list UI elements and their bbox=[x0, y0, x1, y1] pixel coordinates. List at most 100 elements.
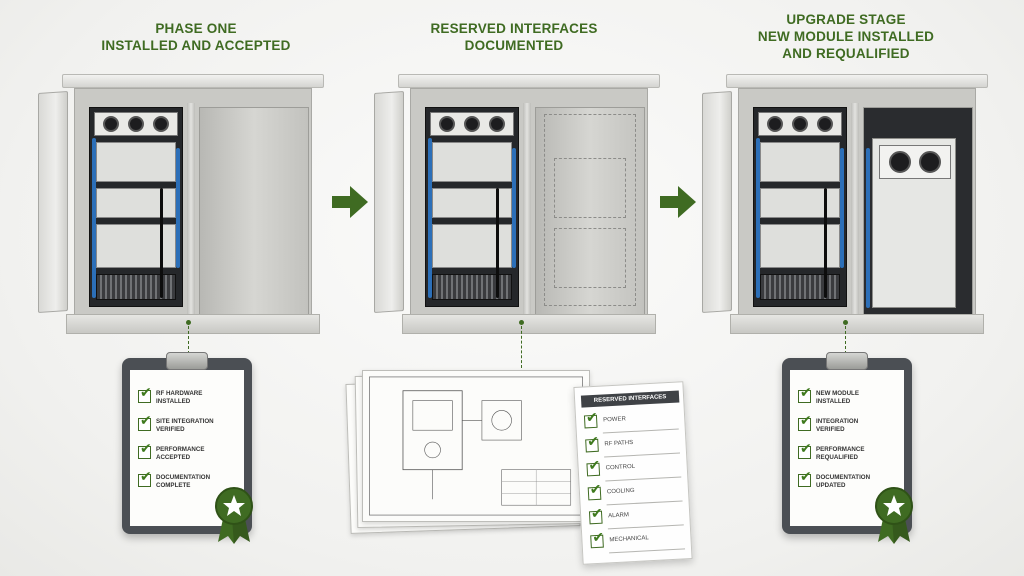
power-cable bbox=[160, 188, 163, 298]
title-line: INSTALLED AND ACCEPTED bbox=[101, 38, 291, 53]
checkmark-icon: ✔ bbox=[140, 413, 152, 429]
rf-module bbox=[96, 188, 176, 218]
reserved-item-label: POWER bbox=[603, 416, 626, 424]
cabinet-body bbox=[74, 88, 312, 317]
reserved-item: ✔ CONTROL bbox=[586, 458, 684, 477]
star-ribbon-icon bbox=[215, 487, 253, 544]
rf-module bbox=[432, 142, 512, 182]
checkbox: ✔ bbox=[586, 458, 601, 477]
cabinet-roof bbox=[398, 74, 660, 88]
checkmark-icon: ✔ bbox=[588, 457, 601, 475]
checklist-label: DOCUMENTATION UPDATED bbox=[816, 474, 871, 489]
rf-cable bbox=[840, 148, 844, 268]
checkbox: ✔ bbox=[588, 506, 603, 525]
checkbox: ✔ bbox=[585, 434, 599, 453]
divider bbox=[609, 548, 686, 554]
cabinet-divider bbox=[851, 103, 859, 317]
connector-dot bbox=[186, 320, 191, 325]
checkmark-icon: ✔ bbox=[591, 529, 605, 547]
cabinet-body bbox=[410, 88, 648, 317]
rf-cable bbox=[756, 138, 760, 298]
fan-icon bbox=[463, 116, 480, 132]
rf-module bbox=[760, 224, 840, 268]
cabinet-body bbox=[738, 88, 976, 317]
reserved-interfaces-card: RESERVED INTERFACES ✔ POWER ✔ RF PATHS ✔… bbox=[573, 381, 693, 565]
reserved-item: ✔ RF PATHS bbox=[585, 434, 683, 453]
checkmark-icon: ✔ bbox=[589, 481, 602, 499]
checkmark-icon: ✔ bbox=[800, 413, 812, 429]
checkbox: ✔ bbox=[798, 386, 812, 403]
fan-icon bbox=[767, 116, 784, 132]
rf-cable bbox=[428, 138, 432, 298]
star-ribbon-icon bbox=[875, 487, 913, 544]
arrow-right-icon bbox=[660, 186, 696, 218]
reserved-outline bbox=[544, 114, 636, 306]
power-cable bbox=[824, 188, 827, 298]
connector-dot bbox=[519, 320, 524, 325]
connector-line bbox=[188, 326, 189, 354]
equipment-bay bbox=[89, 107, 183, 307]
rf-module bbox=[760, 188, 840, 218]
checkbox: ✔ bbox=[138, 442, 152, 459]
rf-module bbox=[432, 224, 512, 268]
reserved-item-label: ALARM bbox=[608, 512, 630, 520]
equipment-bay bbox=[753, 107, 847, 307]
reserved-item: ✔ POWER bbox=[583, 410, 682, 429]
reserved-item: ✔ ALARM bbox=[588, 506, 687, 525]
empty-bay bbox=[199, 107, 309, 315]
fan-tray bbox=[94, 112, 178, 136]
fan-icon bbox=[919, 151, 941, 173]
cabinet-divider bbox=[523, 103, 531, 317]
checklist-label: NEW MODULE INSTALLED bbox=[816, 390, 859, 405]
upgrade-bay bbox=[863, 107, 973, 315]
checklist-label: PERFORMANCE ACCEPTED bbox=[156, 446, 205, 461]
checklist-item: ✔ DOCUMENTATION COMPLETE bbox=[138, 470, 234, 489]
rf-cable bbox=[92, 138, 96, 298]
reserved-item-label: RF PATHS bbox=[604, 439, 634, 448]
checklist-item: ✔ RF HARDWARE INSTALLED bbox=[138, 386, 234, 405]
reserved-item-label: COOLING bbox=[606, 487, 635, 496]
checklist-label: RF HARDWARE INSTALLED bbox=[156, 390, 203, 405]
reserved-outline bbox=[554, 228, 626, 288]
cabinet-divider bbox=[187, 103, 195, 317]
checkmark-icon: ✔ bbox=[800, 441, 812, 457]
divider bbox=[602, 428, 679, 434]
reserved-item-label: MECHANICAL bbox=[609, 535, 649, 544]
checkbox: ✔ bbox=[138, 470, 152, 487]
fan-icon bbox=[127, 116, 144, 132]
checklist-item: ✔ PERFORMANCE ACCEPTED bbox=[138, 442, 234, 461]
reserved-item: ✔ COOLING bbox=[587, 481, 686, 501]
fan-icon bbox=[103, 116, 120, 132]
stage-title-reserved: RESERVED INTERFACES DOCUMENTED bbox=[364, 20, 664, 54]
divider bbox=[607, 524, 684, 530]
fan-icon bbox=[488, 116, 505, 132]
equipment-bay bbox=[425, 107, 519, 307]
cabinet-base bbox=[730, 314, 984, 334]
cabinet-door bbox=[374, 90, 404, 314]
stage-title-upgrade: UPGRADE STAGE NEW MODULE INSTALLED AND R… bbox=[696, 11, 996, 62]
checkbox: ✔ bbox=[138, 414, 152, 431]
fan-icon bbox=[791, 116, 808, 132]
reserved-outline bbox=[554, 158, 626, 218]
cabinet-door bbox=[38, 90, 68, 314]
checkbox: ✔ bbox=[798, 414, 812, 431]
reserved-card-header: RESERVED INTERFACES bbox=[580, 390, 680, 408]
reserved-item: ✔ MECHANICAL bbox=[590, 529, 688, 549]
divider bbox=[604, 452, 681, 458]
power-supply bbox=[432, 274, 512, 300]
fan-icon bbox=[816, 116, 833, 132]
cabinet-base bbox=[66, 314, 320, 334]
checkmark-icon: ✔ bbox=[140, 385, 152, 401]
title-line: UPGRADE STAGE bbox=[786, 12, 906, 27]
checkbox: ✔ bbox=[798, 442, 812, 459]
title-line: RESERVED INTERFACES bbox=[430, 21, 598, 36]
power-supply bbox=[760, 274, 840, 300]
fan-icon bbox=[439, 116, 456, 132]
fan-icon bbox=[152, 116, 169, 132]
checkmark-icon: ✔ bbox=[590, 505, 604, 523]
title-line: DOCUMENTED bbox=[464, 38, 564, 53]
cabinet-base bbox=[402, 314, 656, 334]
stage-title-phase-one: PHASE ONE INSTALLED AND ACCEPTED bbox=[46, 20, 346, 54]
divider bbox=[606, 500, 683, 506]
title-line: NEW MODULE INSTALLED bbox=[757, 29, 935, 44]
